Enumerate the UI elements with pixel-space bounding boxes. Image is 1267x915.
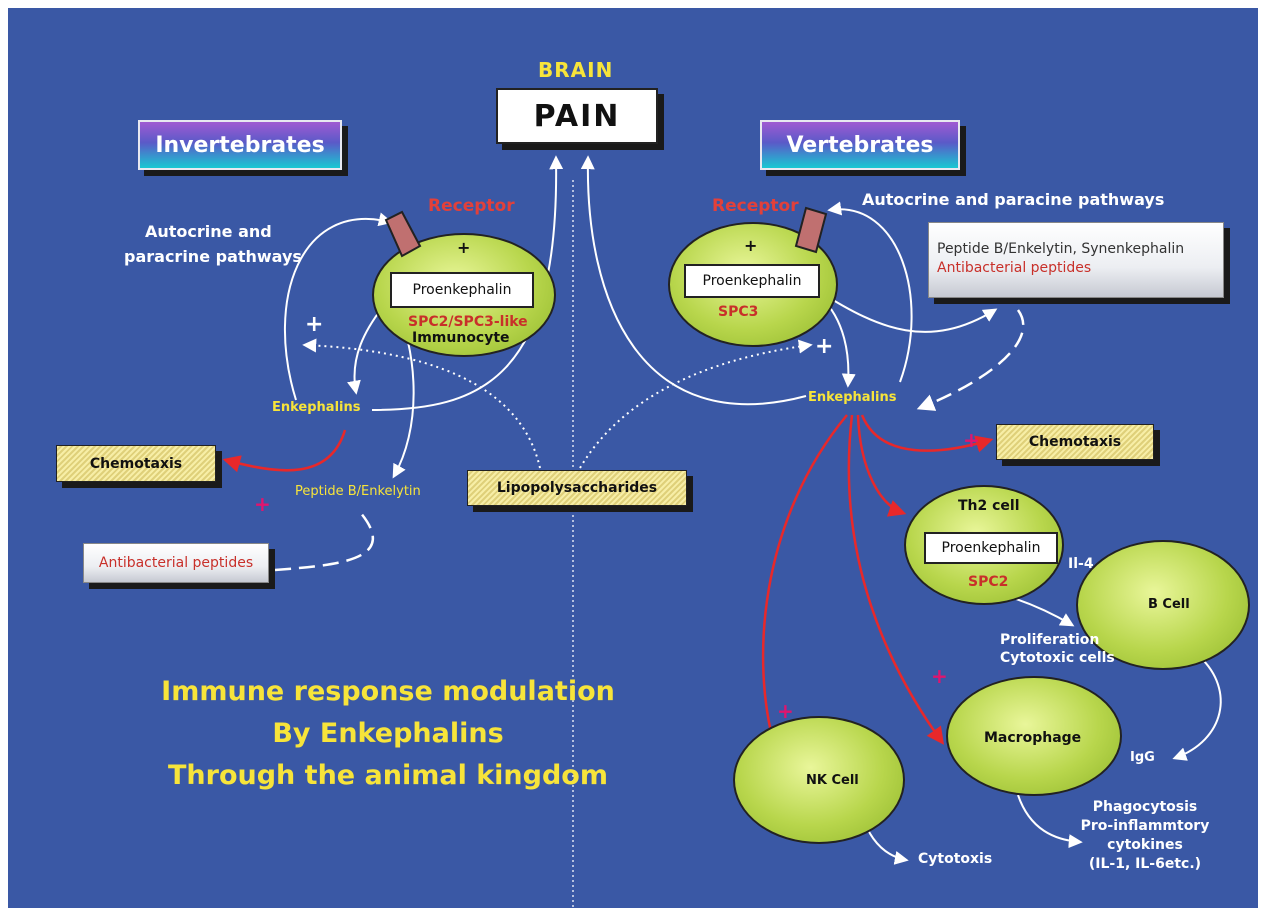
proliferation-line2: Cytotoxic cells — [1000, 650, 1115, 666]
arrow-vert-enk-to-th2 — [856, 414, 907, 517]
inv-enkephalins-label: Enkephalins — [272, 400, 361, 415]
brain-label: BRAIN — [538, 58, 614, 82]
inv-plus-magenta: + — [254, 492, 271, 516]
inv-proenkephalin-box: Proenkephalin — [390, 272, 534, 308]
title-line3: Through the animal kingdom — [168, 760, 608, 791]
inv-chemotaxis-box: Chemotaxis — [56, 445, 216, 482]
arrow-vert-enk-to-macrophage — [847, 414, 945, 745]
il4-label: Il-4 — [1068, 556, 1094, 572]
title-line2: By Enkephalins — [272, 718, 504, 749]
vert-receptor-label: Receptor — [712, 196, 799, 216]
dashed-inv-peptideb-to-antibacterial — [274, 511, 375, 572]
cytotoxis-label: Cytotoxis — [918, 851, 993, 867]
vert-chemotaxis-box: Chemotaxis — [996, 424, 1154, 460]
diagram-title: Immune response modulation By Enkephalin… — [118, 676, 658, 806]
th2-enzyme-label: SPC2 — [968, 574, 1009, 590]
inv-receptor-icon — [384, 210, 422, 258]
inv-receptor-plus: + — [457, 238, 471, 257]
arrow-macrophage-to-phago — [1017, 794, 1083, 849]
arrow-bcell-to-igg — [1172, 656, 1222, 761]
igg-label: IgG — [1130, 750, 1155, 765]
macrophage-label: Macrophage — [984, 730, 1082, 746]
phago-line4: (IL-1, IL-6etc.) — [1088, 856, 1202, 872]
vert-peptide-box: Peptide B/Enkelytin, Synenkephalin Antib… — [928, 222, 1224, 298]
arrow-inv-enk-to-chemotaxis — [222, 429, 347, 473]
inv-pathways-line1: Autocrine and — [145, 222, 272, 241]
phago-line2: Pro-inflammtory — [1080, 818, 1210, 834]
inv-antibacterial-text: Antibacterial peptides — [98, 555, 254, 571]
inv-immunocyte-label: Immunocyte — [412, 330, 510, 346]
nk-cell-label: NK Cell — [806, 773, 859, 788]
arrow-vert-enk-to-pain — [580, 155, 807, 406]
vert-peptide-box-line2: Antibacterial peptides — [937, 260, 1092, 276]
th2-proenkephalin-box: Proenkephalin — [924, 532, 1058, 564]
proliferation-line1: Proliferation — [1000, 632, 1100, 648]
dashed-vert-peptidebox-to-enk — [916, 309, 1025, 411]
arrow-vert-autocrine-loop — [827, 201, 913, 383]
inv-plus-white: + — [305, 312, 324, 337]
phago-block: Phagocytosis Pro-inflammtory cytokines (… — [1080, 798, 1210, 874]
dotted-lps-to-inv — [302, 338, 541, 469]
vert-enzyme-label: SPC3 — [718, 304, 759, 320]
nk-plus: + — [777, 699, 794, 723]
inv-antibacterial-box: Antibacterial peptides — [83, 543, 269, 583]
inv-receptor-label: Receptor — [428, 196, 515, 216]
phago-line1: Phagocytosis — [1092, 799, 1198, 815]
b-cell — [1076, 540, 1250, 670]
inv-pathways-line2: paracrine pathways — [124, 247, 302, 266]
vert-receptor-plus: + — [744, 236, 758, 255]
vert-plus-white: + — [815, 334, 834, 359]
arrow-vert-pro-to-peptidebox — [819, 291, 998, 333]
th2-cell-label: Th2 cell — [958, 498, 1020, 514]
pain-box: PAIN — [496, 88, 658, 144]
arrow-inv-autocrine-loop — [283, 212, 393, 401]
inv-peptide-b-label: Peptide B/Enkelytin — [295, 484, 421, 499]
b-cell-label: B Cell — [1148, 597, 1190, 612]
inv-enzyme-label: SPC2/SPC3-like — [408, 314, 528, 330]
vert-peptide-box-line1: Peptide B/Enkelytin, Synenkephalin — [937, 241, 1185, 257]
vert-proenkephalin-box: Proenkephalin — [684, 264, 820, 298]
nk-cell — [733, 716, 905, 844]
vert-enkephalins-label: Enkephalins — [808, 390, 897, 405]
arrow-vert-enk-to-chemotaxis — [860, 414, 994, 453]
macrophage-cell — [946, 676, 1122, 796]
vertebrates-header: Vertebrates — [760, 120, 960, 170]
lipopolysaccharides-box: Lipopolysaccharides — [467, 470, 687, 506]
arrow-th2-to-proliferation — [1009, 596, 1075, 627]
invertebrates-header: Invertebrates — [138, 120, 342, 170]
vert-chemotaxis-plus: + — [963, 428, 980, 452]
arrow-vert-enk-to-nk — [761, 414, 848, 752]
dotted-lps-to-vert — [579, 339, 813, 469]
title-line1: Immune response modulation — [161, 676, 615, 707]
vert-receptor-icon — [794, 206, 828, 254]
phago-line3: cytokines — [1107, 837, 1183, 853]
macrophage-plus: + — [931, 664, 948, 688]
vert-pathways-label: Autocrine and paracine pathways — [862, 190, 1165, 209]
